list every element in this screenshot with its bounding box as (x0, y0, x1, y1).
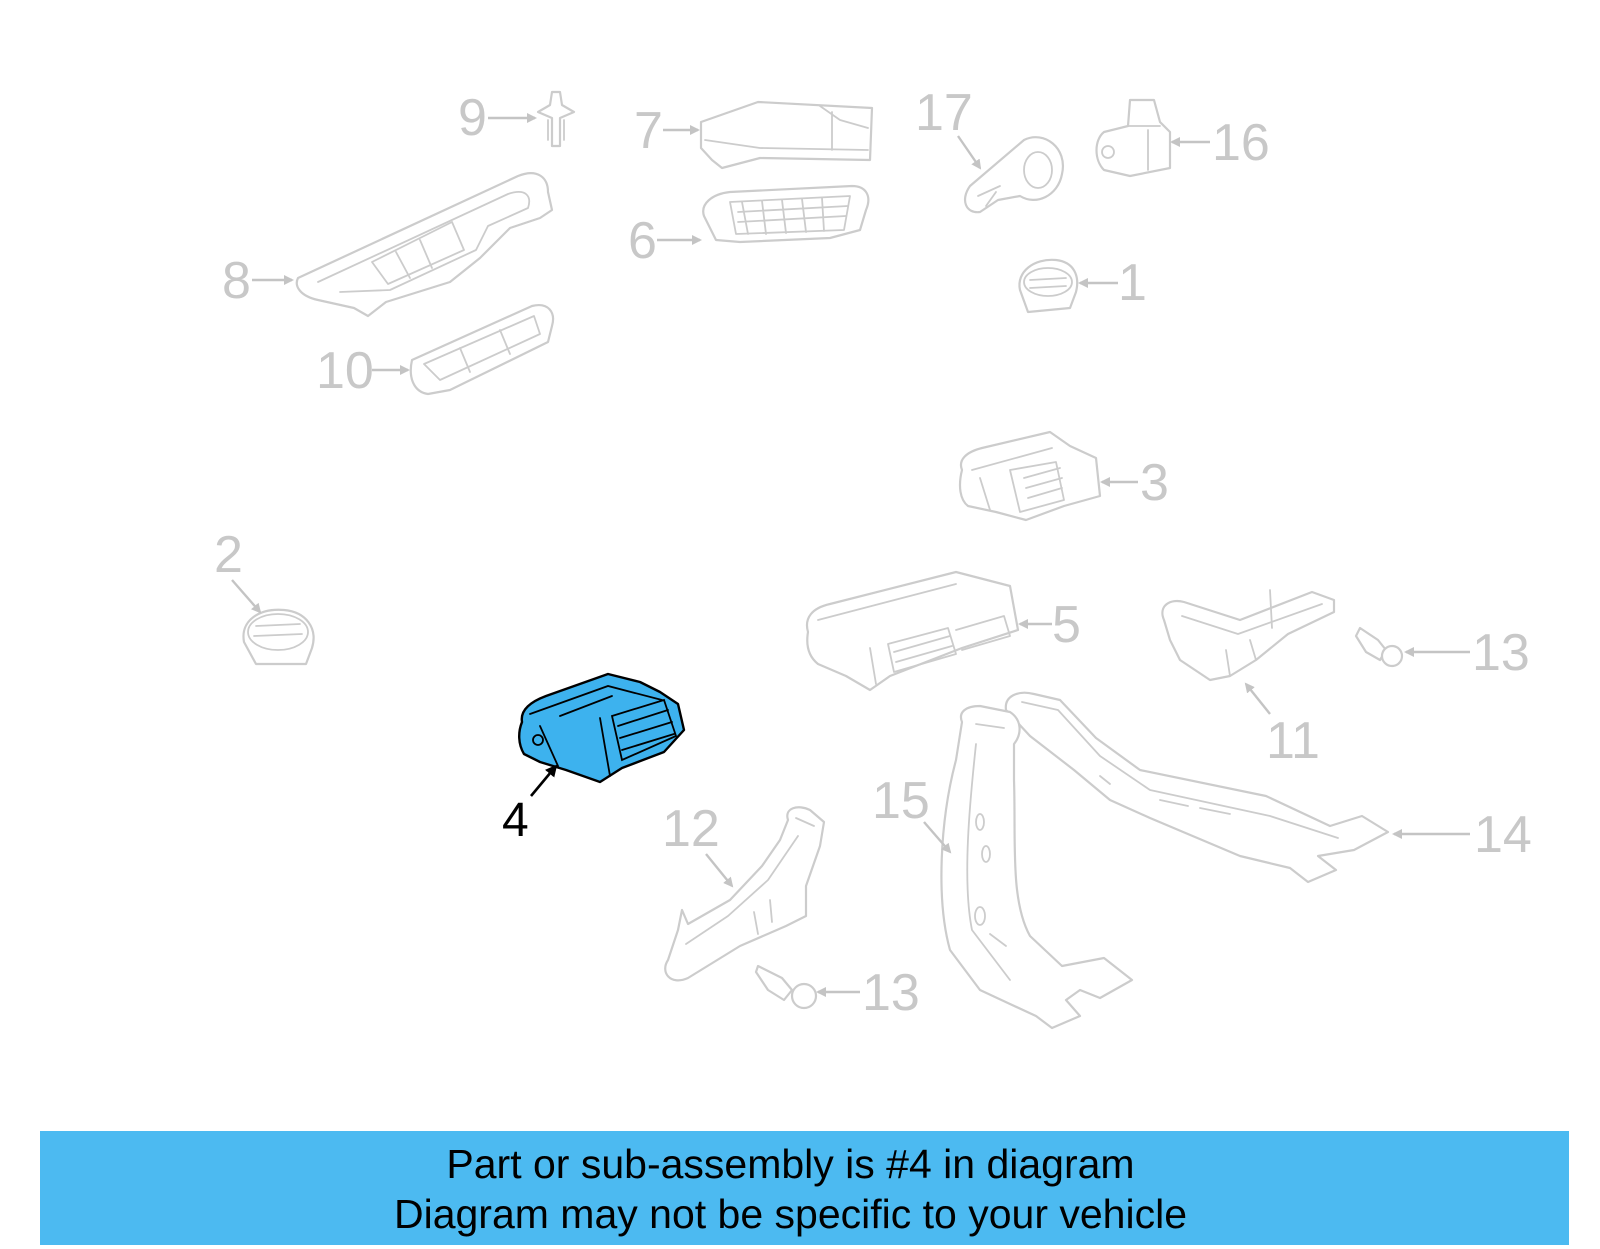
part-12-side-duct[interactable] (664, 806, 826, 982)
part-6-grille[interactable] (702, 184, 870, 244)
callout-9: 9 (458, 89, 487, 147)
callout-11: 11 (1266, 712, 1320, 770)
banner-line-1: Part or sub-assembly is #4 in diagram (446, 1141, 1135, 1187)
callout-1: 1 (1118, 254, 1147, 312)
part-13-screw-lower[interactable] (754, 964, 818, 1010)
part-9-clip[interactable] (536, 90, 576, 148)
part-14-long-duct[interactable] (1004, 691, 1390, 884)
callout-7: 7 (634, 102, 663, 160)
callout-4: 4 (502, 794, 529, 847)
callout-12: 12 (662, 800, 720, 858)
callout-6: 6 (628, 212, 657, 270)
part-2-round-vent[interactable] (242, 608, 315, 666)
callout-5: 5 (1052, 596, 1081, 654)
part-1-round-vent[interactable] (1018, 258, 1079, 314)
part-13-screw-upper[interactable] (1354, 626, 1404, 668)
part-11-duct[interactable] (1161, 589, 1336, 682)
callout-16: 16 (1212, 114, 1270, 172)
callout-2: 2 (214, 526, 243, 584)
callout-3: 3 (1140, 454, 1169, 512)
callout-8: 8 (222, 252, 251, 310)
callout-14: 14 (1474, 806, 1532, 864)
part-5-center-vent[interactable] (805, 570, 1020, 692)
part-8-vent-housing[interactable] (295, 172, 554, 318)
callout-17: 17 (915, 84, 973, 142)
callout-15: 15 (872, 772, 930, 830)
part-16-sensor[interactable] (1095, 98, 1172, 178)
part-4-highlighted-vent[interactable] (518, 672, 686, 784)
part-10-vent[interactable] (409, 304, 555, 396)
part-7-duct-bracket[interactable] (699, 100, 874, 170)
callout-13-upper: 13 (1472, 624, 1530, 682)
part-15-floor-duct[interactable] (940, 704, 1134, 1030)
callout-13-lower: 13 (862, 964, 920, 1022)
banner-line-2: Diagram may not be specific to your vehi… (393, 1191, 1187, 1237)
callout-10: 10 (316, 342, 374, 400)
part-17-bracket[interactable] (963, 136, 1065, 214)
part-3-side-vent[interactable] (958, 430, 1102, 522)
info-banner: Part or sub-assembly is #4 in diagram Di… (40, 1131, 1569, 1245)
